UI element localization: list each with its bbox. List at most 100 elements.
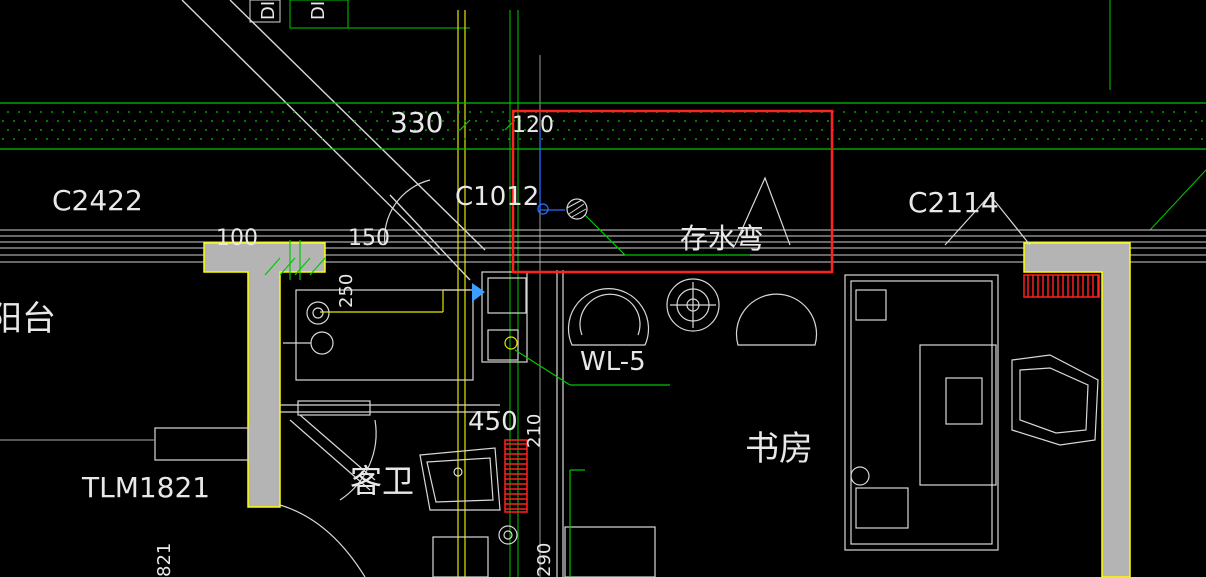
hatch-dot (381, 111, 383, 113)
hatch-dot (343, 138, 345, 140)
hatch-dot (260, 111, 262, 113)
leader-lines (514, 214, 750, 577)
hatch-dot (1151, 111, 1153, 113)
hatch-dot (992, 138, 994, 140)
window-label-c2422: C2422 (52, 184, 143, 217)
hatch-dot (150, 111, 152, 113)
hatch-dot (876, 129, 878, 131)
hatch-dot (1096, 111, 1098, 113)
hatch-dot (414, 111, 416, 113)
hatch-dot (255, 120, 257, 122)
hatch-dot (596, 138, 598, 140)
hatch-dot (684, 120, 686, 122)
hatch-dot (843, 129, 845, 131)
hatch-dot (299, 120, 301, 122)
hatch-dot (282, 111, 284, 113)
hatch-dot (211, 138, 213, 140)
hatch-dot (1157, 120, 1159, 122)
hatch-dot (1025, 120, 1027, 122)
hatch-dot (101, 120, 103, 122)
hatch-dot (1008, 129, 1010, 131)
hatch-dot (1151, 129, 1153, 131)
hatch-dot (920, 111, 922, 113)
hatch-dot (1118, 111, 1120, 113)
hatch-dot (519, 120, 521, 122)
hatch-dot (392, 129, 394, 131)
hatch-dot (739, 120, 741, 122)
hatch-dot (337, 111, 339, 113)
hatch-dot (1107, 129, 1109, 131)
hatch-dot (310, 138, 312, 140)
hatch-dot (629, 120, 631, 122)
hatch-dot (2, 120, 4, 122)
hatch-dot (810, 129, 812, 131)
hatch-dot (1052, 111, 1054, 113)
hatch-dot (222, 120, 224, 122)
room-label-balcony: 阳台 (0, 299, 56, 339)
window-label-c2114: C2114 (908, 186, 999, 219)
hatch-dot (200, 138, 202, 140)
hatch-dot (101, 138, 103, 140)
hatch-dot (849, 138, 851, 140)
room-label-bathroom: 客卫 (350, 462, 414, 500)
hatch-dot (733, 129, 735, 131)
hatch-dot (942, 111, 944, 113)
room-label-study: 书房 (745, 429, 813, 469)
hatch-dot (574, 138, 576, 140)
hatch-dot (403, 111, 405, 113)
hatch-dot (854, 129, 856, 131)
hatch-dot (898, 129, 900, 131)
hatch-dot (249, 129, 251, 131)
hatch-dot (381, 129, 383, 131)
hatch-dot (887, 129, 889, 131)
hatch-dot (662, 120, 664, 122)
hatch-dot (904, 138, 906, 140)
hatch-dot (128, 111, 130, 113)
hatch-dot (904, 120, 906, 122)
hatch-dot (992, 120, 994, 122)
dimension-100: 100 (216, 226, 258, 251)
hatch-dot (326, 111, 328, 113)
hatch-dot (216, 111, 218, 113)
blue-marker (472, 283, 485, 302)
hatch-dot (816, 120, 818, 122)
hatch-dot (216, 129, 218, 131)
hatch-dot (964, 111, 966, 113)
dimension-450: 450 (468, 407, 518, 437)
hatch-dot (332, 138, 334, 140)
hatch-dot (409, 120, 411, 122)
hatch-dot (51, 111, 53, 113)
hatch-dot (552, 138, 554, 140)
hatch-dot (937, 138, 939, 140)
hatch-dot (200, 120, 202, 122)
hatch-dot (1140, 111, 1142, 113)
hatch-dot (205, 129, 207, 131)
hatch-dot (255, 138, 257, 140)
hatch-dot (145, 120, 147, 122)
hatch-dot (293, 129, 295, 131)
hatch-dot (728, 138, 730, 140)
hatch-dot (480, 111, 482, 113)
hatch-dot (288, 120, 290, 122)
hatch-dot (354, 138, 356, 140)
hatch-dot (783, 138, 785, 140)
hatch-dot (2, 138, 4, 140)
hatch-dot (13, 120, 15, 122)
hatch-dot (13, 138, 15, 140)
hatch-dot (35, 138, 37, 140)
dimension-821: 821 (154, 543, 175, 577)
hatch-dot (178, 138, 180, 140)
hatch-dot (222, 138, 224, 140)
hatch-dot (469, 111, 471, 113)
hatch-dot (849, 120, 851, 122)
hatch-dot (1058, 120, 1060, 122)
hatch-dot (57, 138, 59, 140)
hatch-dot (277, 138, 279, 140)
hatch-dot (739, 138, 741, 140)
hatch-dot (348, 111, 350, 113)
hatch-dot (183, 129, 185, 131)
hatch-dot (29, 129, 31, 131)
hatch-dot (1069, 138, 1071, 140)
hatch-dot (458, 129, 460, 131)
hatch-dot (453, 138, 455, 140)
